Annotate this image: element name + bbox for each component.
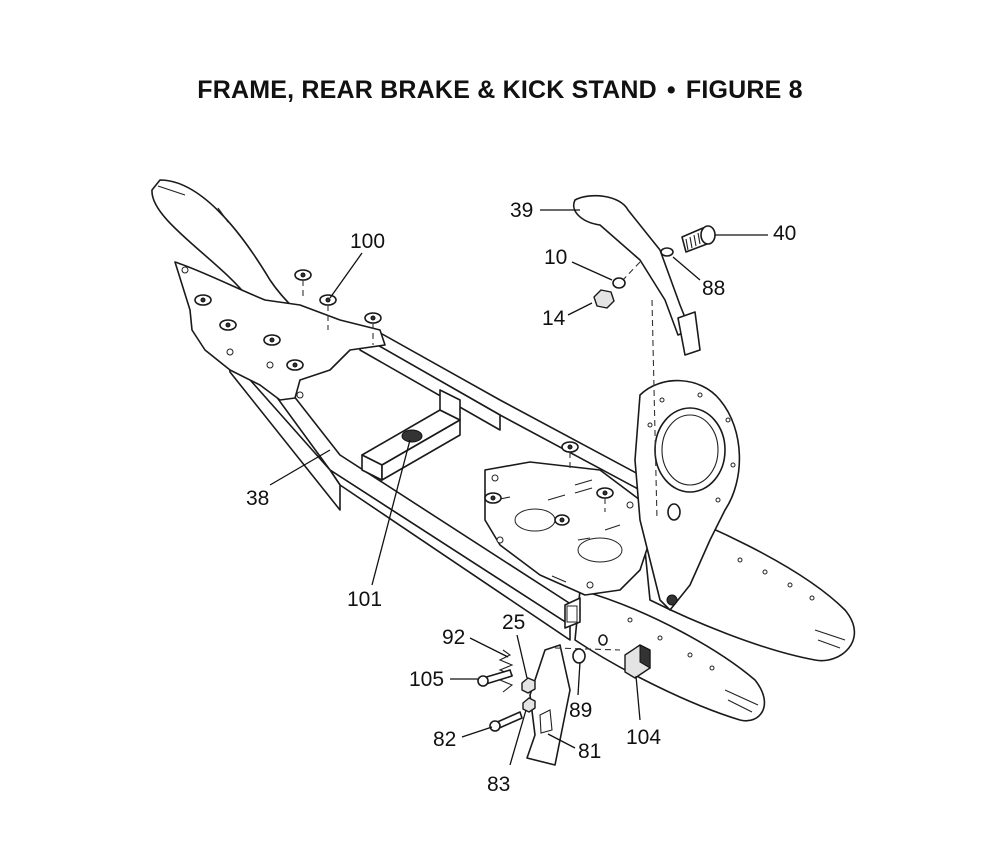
- screw-105: [477, 669, 513, 687]
- washer-89: [572, 648, 586, 664]
- label-39: 39: [510, 199, 533, 222]
- label-14: 14: [542, 307, 566, 330]
- screw-82: [489, 711, 523, 732]
- label-104: 104: [626, 726, 661, 749]
- nut-14: [593, 289, 615, 309]
- figure-label: FIGURE 8: [685, 76, 803, 104]
- label-89: 89: [569, 699, 592, 722]
- pivot-bolt: [681, 225, 716, 253]
- front-mounting-plate: [174, 261, 386, 401]
- label-40: 40: [773, 222, 796, 245]
- rear-deck-plate: [484, 441, 651, 596]
- leader-lines: [269, 209, 768, 766]
- label-92: 92: [442, 626, 465, 649]
- nut-25: [521, 677, 536, 694]
- stop-pad: [624, 644, 651, 679]
- bushing: [598, 634, 608, 646]
- label-38: 38: [246, 487, 269, 510]
- part-number-labels: 39 40 10 88 14 100 38 101 92 25 105 89 1…: [246, 199, 796, 796]
- label-82: 82: [433, 728, 456, 751]
- label-101: 101: [347, 588, 382, 611]
- label-105: 105: [409, 668, 444, 691]
- figure-title: FRAME, REAR BRAKE & KICK STAND • FIGURE 8: [0, 76, 1000, 105]
- washer-88: [660, 247, 674, 257]
- lock-washer-10: [612, 277, 626, 289]
- label-83: 83: [487, 773, 510, 796]
- figure-title-text: FRAME, REAR BRAKE & KICK STAND: [197, 76, 657, 104]
- nut-83: [522, 697, 536, 713]
- brake-pedal: [573, 194, 701, 521]
- label-100: 100: [350, 230, 385, 253]
- label-25: 25: [502, 611, 525, 634]
- label-10: 10: [544, 246, 567, 269]
- label-88: 88: [702, 277, 725, 300]
- label-81: 81: [578, 740, 601, 763]
- title-separator: •: [666, 76, 676, 104]
